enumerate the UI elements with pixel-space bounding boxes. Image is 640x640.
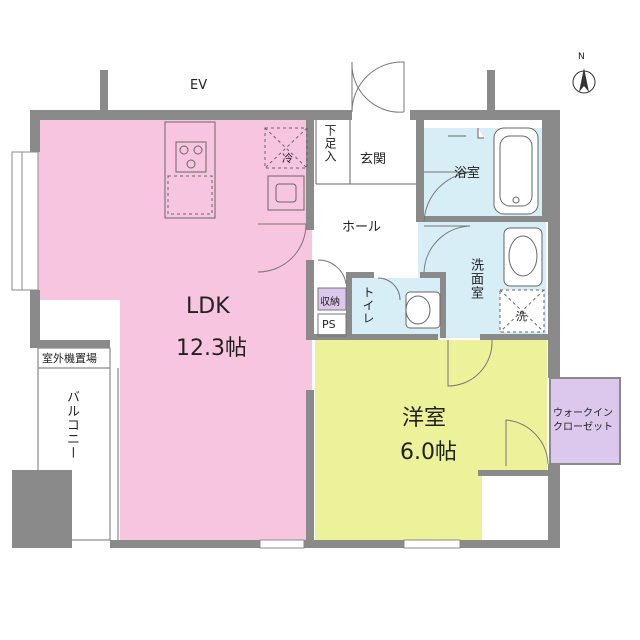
north-icon xyxy=(572,68,596,94)
washroom-label: 洗面室 xyxy=(468,258,483,300)
walls xyxy=(12,70,560,548)
north-arrow: N xyxy=(572,52,596,100)
toilet-label: トイレ xyxy=(361,286,375,325)
wic-area xyxy=(550,378,620,464)
doors xyxy=(257,61,549,466)
bathroom-label: 浴室 xyxy=(454,166,481,181)
ldk-size: 12.3帖 xyxy=(176,336,247,361)
fridge-label: 冷 xyxy=(282,152,293,165)
ps-label: PS xyxy=(322,318,336,331)
balcony-area xyxy=(37,347,119,541)
storage-area xyxy=(318,288,346,310)
walk-in-closet-label-2: クローゼット xyxy=(553,422,613,433)
outdoor-unit-label: 室外機置場 xyxy=(42,352,97,365)
entrance-label: 玄関 xyxy=(360,152,387,167)
youshitsu-notch-cover xyxy=(482,475,548,541)
ev-label: EV xyxy=(190,78,208,93)
shoe-cabinet-label: 下足入 xyxy=(323,124,337,163)
ldk-kitchen-strip xyxy=(165,120,312,218)
windows xyxy=(11,151,461,549)
kitchen-counter xyxy=(164,121,308,219)
entrance-lines xyxy=(315,120,416,185)
walk-in-closet-label-1: ウォークイン xyxy=(553,408,613,419)
bath-fixtures xyxy=(405,127,545,333)
balcony-label: バルコニー xyxy=(64,390,79,460)
north-label: N xyxy=(578,52,585,62)
ldk-name: LDK xyxy=(186,294,230,319)
utility-boxes xyxy=(317,287,621,465)
western-room-size: 6.0帖 xyxy=(400,440,457,465)
western-room-name: 洋室 xyxy=(402,406,447,431)
washer-label: 洗 xyxy=(516,310,527,323)
storage-label: 収納 xyxy=(320,297,340,308)
hall-label: ホール xyxy=(342,220,382,235)
